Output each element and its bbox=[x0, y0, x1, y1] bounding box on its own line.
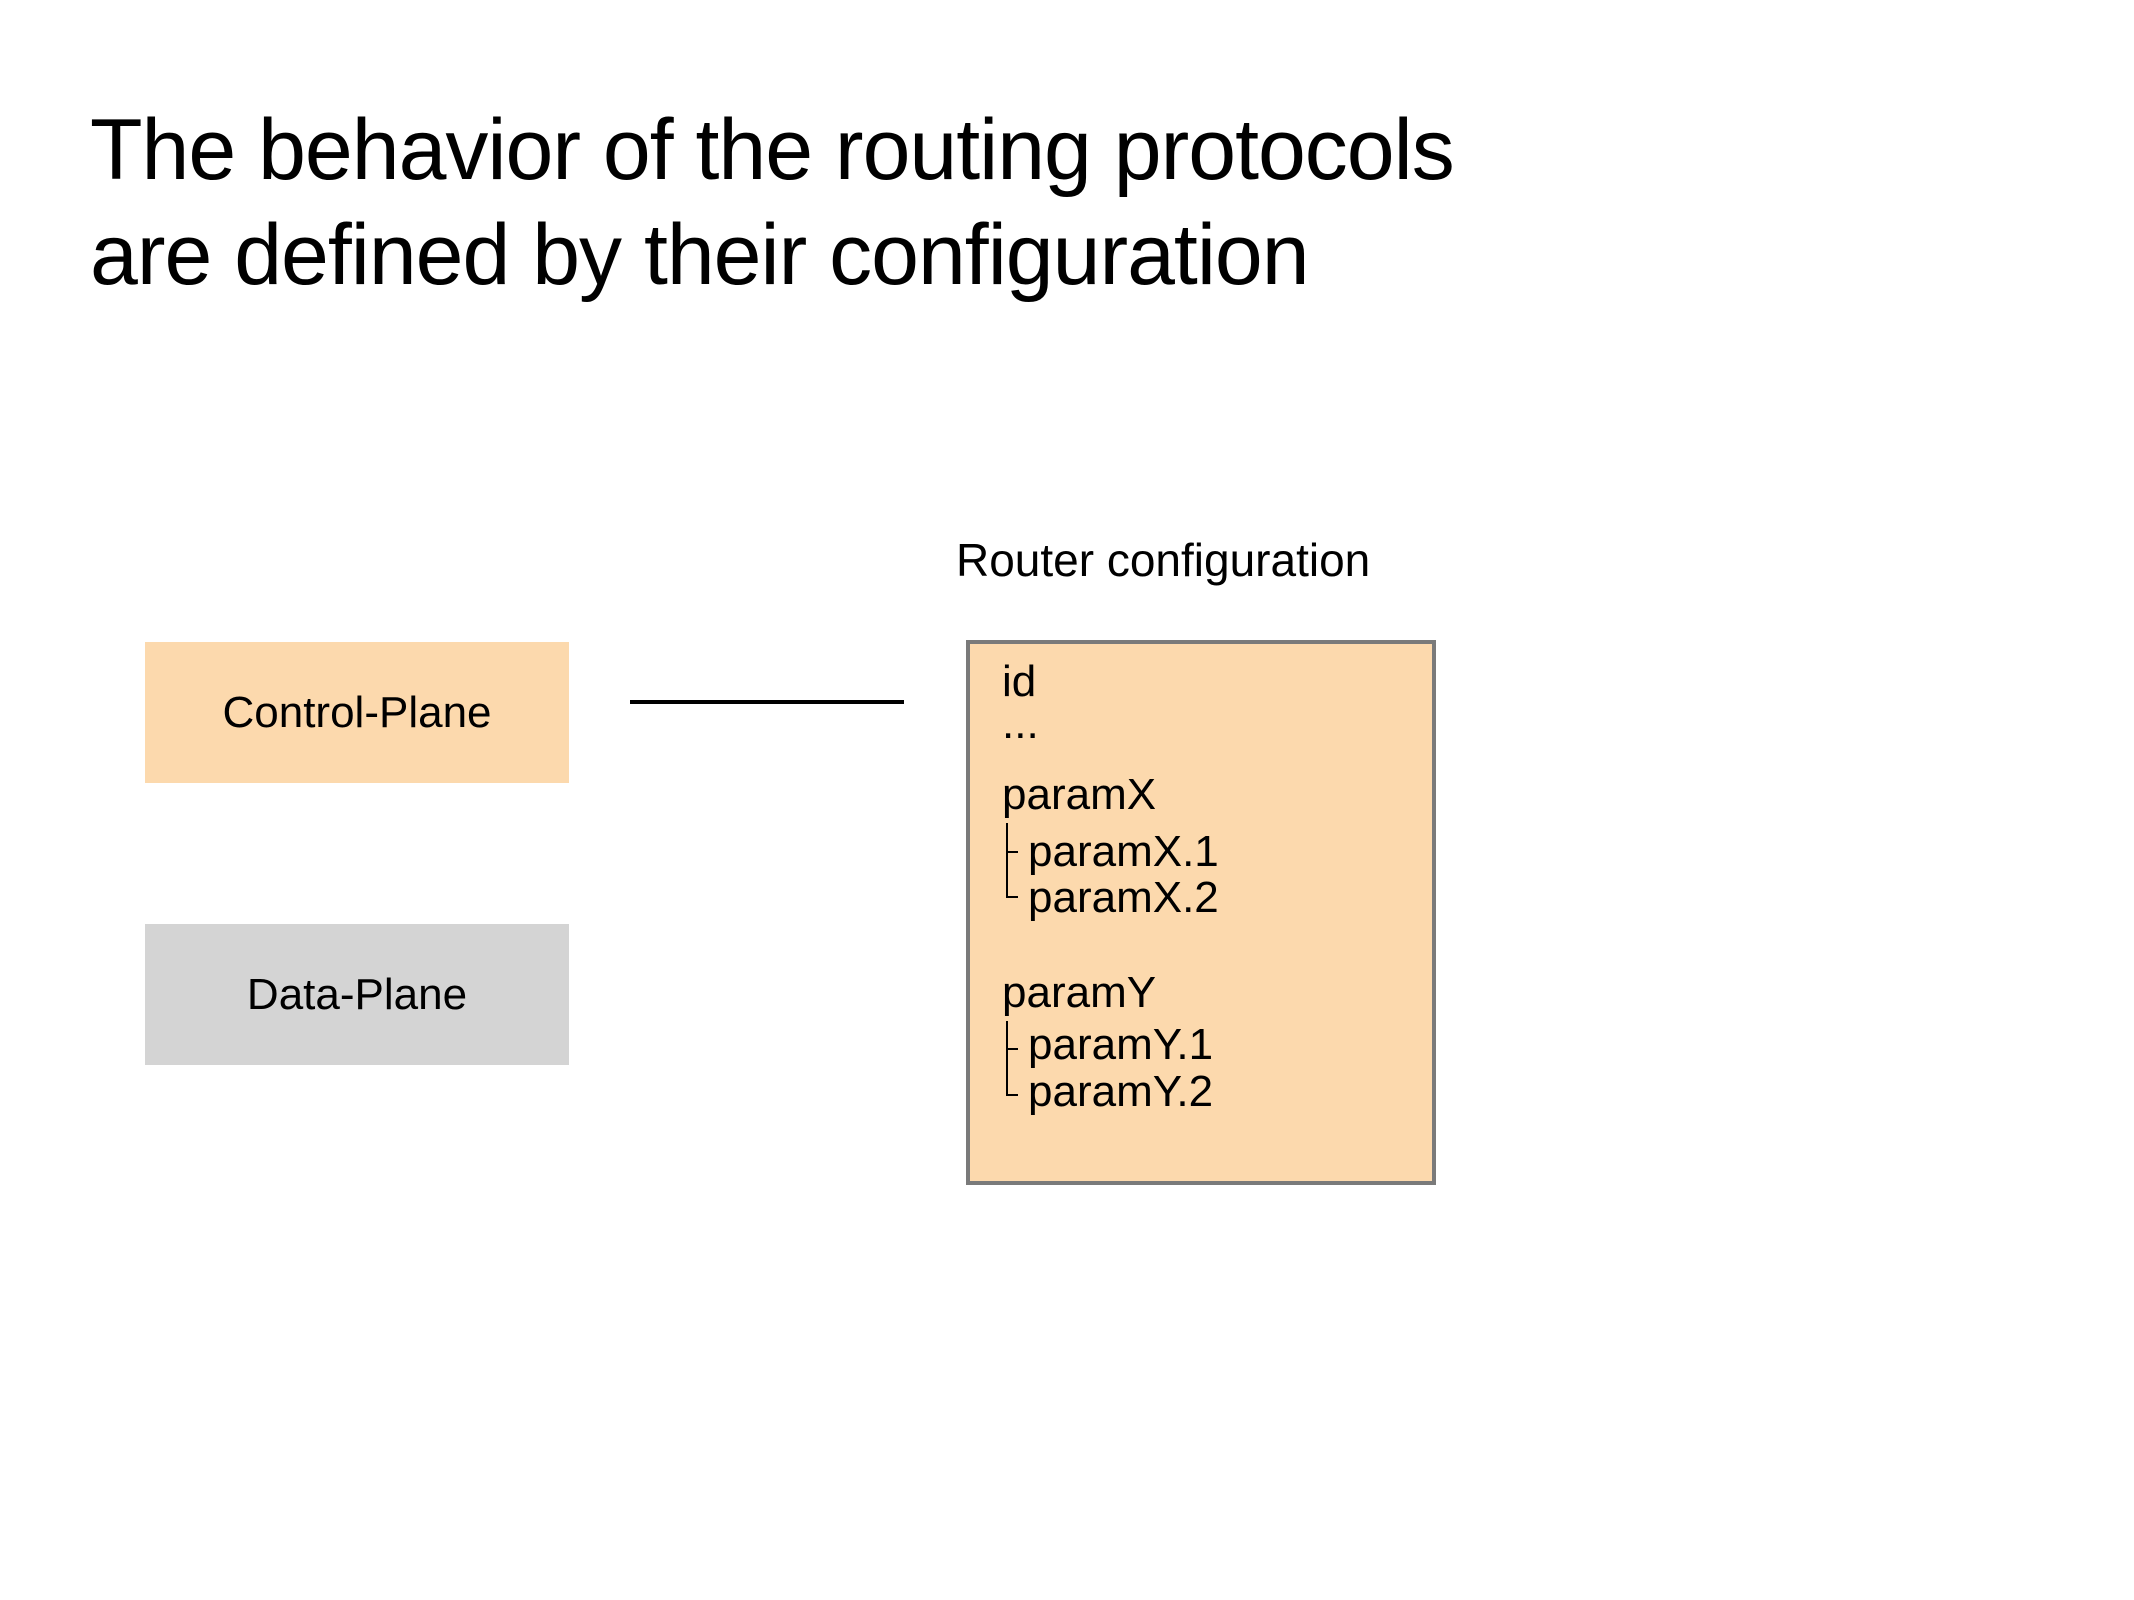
slide-title-line-1: The behavior of the routing protocols bbox=[90, 102, 1455, 198]
data-plane-label: Data-Plane bbox=[246, 969, 468, 1019]
config-line-paramx1: paramX.1 bbox=[1028, 827, 1219, 876]
config-line-ellipsis: ... bbox=[1002, 699, 1039, 748]
config-line-paramy2: paramY.2 bbox=[1028, 1067, 1214, 1116]
tree-tick-paramy1 bbox=[1006, 1048, 1018, 1050]
control-plane-label: Control-Plane bbox=[222, 687, 492, 737]
tree-tick-paramx2 bbox=[1006, 896, 1018, 898]
config-line-paramx2: paramX.2 bbox=[1028, 873, 1219, 922]
tree-tick-paramy2 bbox=[1006, 1094, 1018, 1096]
data-plane-box: Data-Plane bbox=[145, 924, 569, 1065]
config-line-paramx: paramX bbox=[1002, 770, 1157, 819]
slide-title-line-2: are defined by their configuration bbox=[90, 206, 1310, 303]
control-plane-box: Control-Plane bbox=[145, 642, 569, 783]
config-line-id: id bbox=[1002, 657, 1037, 706]
router-config-box bbox=[966, 640, 1436, 1185]
config-line-paramy: paramY bbox=[1002, 968, 1157, 1017]
tree-vline-paramy bbox=[1006, 1021, 1008, 1096]
connector-line bbox=[630, 700, 904, 704]
tree-vline-paramx bbox=[1006, 823, 1008, 898]
router-config-caption: Router configuration bbox=[956, 534, 1371, 586]
slide-title: The behavior of the routing protocols ar… bbox=[90, 98, 1455, 308]
config-line-paramy1: paramY.1 bbox=[1028, 1020, 1214, 1069]
tree-tick-paramx1 bbox=[1006, 851, 1018, 853]
